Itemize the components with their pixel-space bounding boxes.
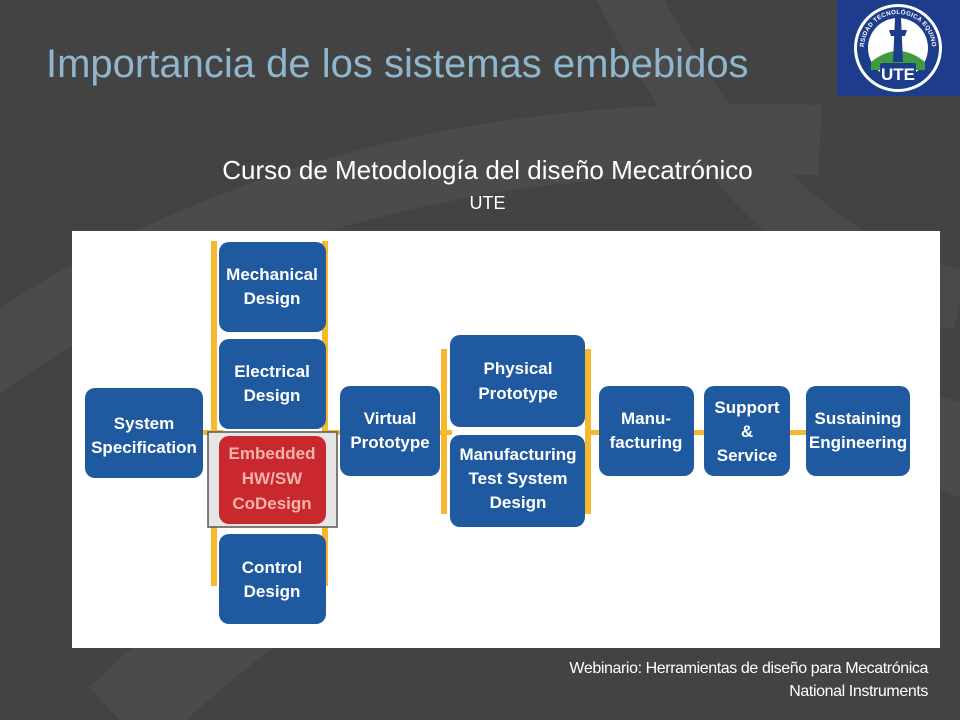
box-sustaining-engineering: Sustaining Engineering bbox=[806, 386, 910, 476]
svg-text:Manufacturing: Manufacturing bbox=[459, 445, 576, 464]
svg-text:Prototype: Prototype bbox=[478, 384, 557, 403]
svg-text:Specification: Specification bbox=[91, 438, 197, 457]
svg-text:Virtual: Virtual bbox=[364, 409, 417, 428]
connector-sustaining bbox=[786, 430, 808, 435]
box-electrical-design: Electrical Design bbox=[219, 339, 326, 429]
ute-logo: UTE UNIVERSIDAD TECNOLÓGICA EQUINOCCIAL bbox=[835, 0, 960, 96]
svg-text:Sustaining: Sustaining bbox=[815, 409, 902, 428]
svg-text:Electrical: Electrical bbox=[234, 362, 310, 381]
design-flow-diagram: System Specification Mechanical Design E… bbox=[85, 241, 910, 624]
svg-text:Test System: Test System bbox=[469, 469, 568, 488]
slide-title: Importancia de los sistemas embebidos bbox=[46, 42, 749, 86]
svg-text:Design: Design bbox=[244, 386, 301, 405]
svg-text:CoDesign: CoDesign bbox=[232, 494, 311, 513]
course-subtitle-ute: UTE bbox=[469, 193, 506, 213]
svg-text:Design: Design bbox=[244, 582, 301, 601]
svg-text:Design: Design bbox=[244, 289, 301, 308]
footer-credit: Webinario: Herramientas de diseño para M… bbox=[569, 657, 928, 703]
box-manufacturing: Manu- facturing bbox=[599, 386, 694, 476]
box-physical-prototype: Physical Prototype bbox=[450, 335, 585, 427]
svg-text:facturing: facturing bbox=[610, 433, 683, 452]
footer-line-webinar: Webinario: Herramientas de diseño para M… bbox=[569, 660, 928, 677]
svg-text:Design: Design bbox=[490, 493, 547, 512]
logo-emblem: UTE UNIVERSIDAD TECNOLÓGICA EQUINOCCIAL bbox=[835, 0, 942, 92]
svg-text:Prototype: Prototype bbox=[350, 433, 429, 452]
svg-text:Support: Support bbox=[714, 398, 779, 417]
svg-text:Physical: Physical bbox=[484, 359, 553, 378]
box-mechanical-design: Mechanical Design bbox=[219, 242, 326, 332]
svg-text:Control: Control bbox=[242, 558, 302, 577]
box-embedded-codesign: Embedded HW/SW CoDesign bbox=[207, 431, 338, 528]
svg-text:Mechanical: Mechanical bbox=[226, 265, 318, 284]
box-virtual-prototype: Virtual Prototype bbox=[340, 386, 440, 476]
vertical-bus-proto-left bbox=[441, 349, 447, 514]
svg-text:System: System bbox=[114, 414, 174, 433]
svg-text:Embedded: Embedded bbox=[229, 444, 316, 463]
design-flow-panel: System Specification Mechanical Design E… bbox=[72, 231, 940, 648]
connector-manufacturing bbox=[585, 430, 601, 435]
svg-text:Engineering: Engineering bbox=[809, 433, 907, 452]
svg-text:HW/SW: HW/SW bbox=[242, 469, 303, 488]
vertical-bus-left bbox=[211, 241, 217, 586]
svg-text:&: & bbox=[741, 422, 753, 441]
footer-line-company: National Instruments bbox=[789, 683, 928, 700]
box-control-design: Control Design bbox=[219, 534, 326, 624]
course-subtitle: Curso de Metodología del diseño Mecatrón… bbox=[222, 155, 753, 185]
svg-text:Service: Service bbox=[717, 446, 778, 465]
box-support-service: Support & Service bbox=[704, 386, 790, 476]
logo-acronym: UTE bbox=[881, 65, 915, 84]
box-manufacturing-test-system: Manufacturing Test System Design bbox=[450, 435, 585, 527]
svg-text:Manu-: Manu- bbox=[621, 409, 671, 428]
connector-support bbox=[694, 430, 706, 435]
box-system-specification: System Specification bbox=[85, 388, 203, 478]
